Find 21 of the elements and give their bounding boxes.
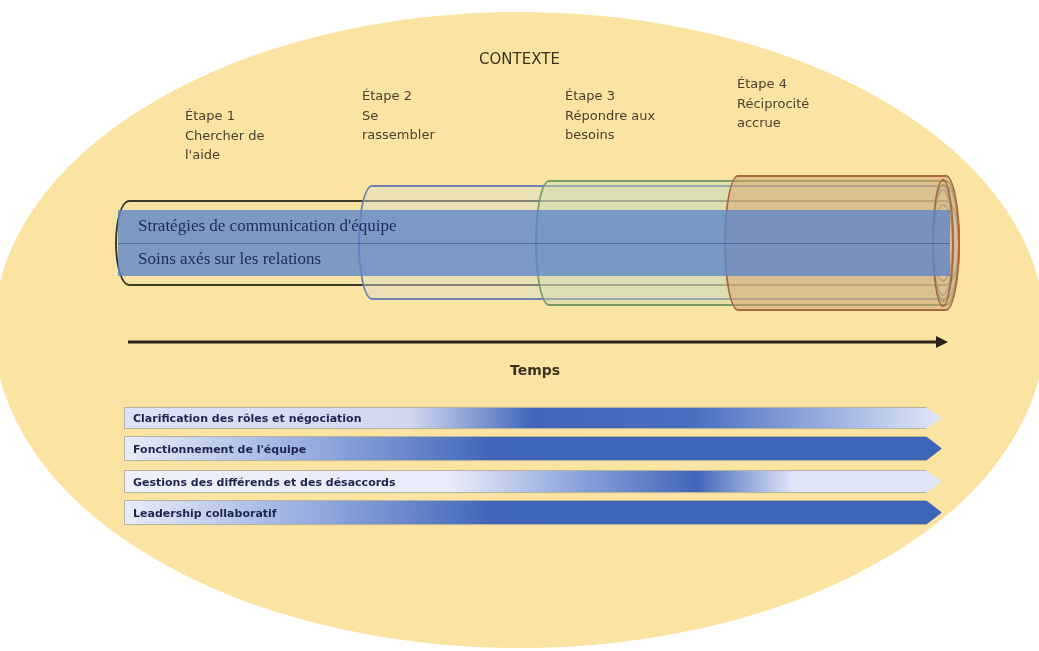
axis-label: Temps bbox=[510, 362, 561, 378]
stage-heading: Étape 2 bbox=[362, 87, 413, 105]
stage-heading: Étape 4 bbox=[737, 75, 788, 93]
bar-label: Gestions des différends et des désaccords bbox=[133, 475, 396, 488]
arrow-bar bbox=[124, 407, 942, 429]
arrow-bar bbox=[124, 470, 942, 493]
strategy-band bbox=[118, 210, 950, 276]
stage-description: Chercher de l'aide bbox=[185, 127, 266, 164]
stage-heading: Étape 1 bbox=[185, 107, 236, 125]
bar-label: Fonctionnement de l'équipe bbox=[133, 442, 307, 455]
arrow-bar bbox=[124, 436, 942, 461]
stage-heading: Étape 3 bbox=[565, 87, 616, 105]
bar-label: Clarification des rôles et négociation bbox=[133, 411, 362, 425]
arrow-bar bbox=[124, 500, 942, 525]
context-title: CONTEXTE bbox=[478, 50, 561, 68]
stage-description: Répondre aux besoins bbox=[565, 107, 657, 144]
bar-label: Leadership collaboratif bbox=[133, 506, 277, 519]
stage-description: Réciprocité accrue bbox=[737, 95, 811, 132]
stage-description: Se rassembler bbox=[362, 107, 436, 144]
band-text: Stratégies de communication d'équipe bbox=[138, 216, 397, 236]
band-text: Soins axés sur les relations bbox=[138, 249, 322, 269]
